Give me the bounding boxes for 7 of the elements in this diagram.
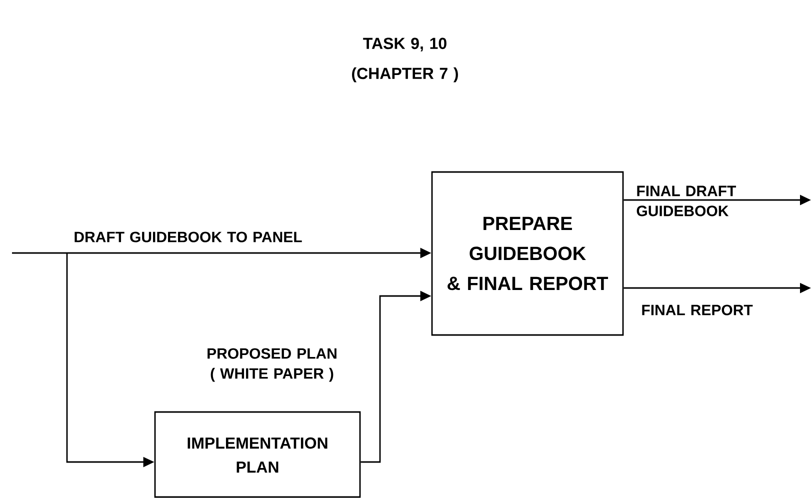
- edge-label: FINAL DRAFT GUIDEBOOK: [636, 186, 736, 216]
- process-box: IMPLEMENTATION PLAN: [154, 411, 361, 498]
- edge-label: FINAL REPORT: [642, 304, 753, 316]
- edge-label: PROPOSED PLAN ( WHITE PAPER ): [208, 348, 336, 382]
- title: TASK 9, 10 (CHAPTER 7 ): [352, 38, 458, 82]
- process-box: PREPARE GUIDEBOOK & FINAL REPORT: [431, 171, 624, 336]
- edge-label: DRAFT GUIDEBOOK TO PANEL: [74, 232, 302, 242]
